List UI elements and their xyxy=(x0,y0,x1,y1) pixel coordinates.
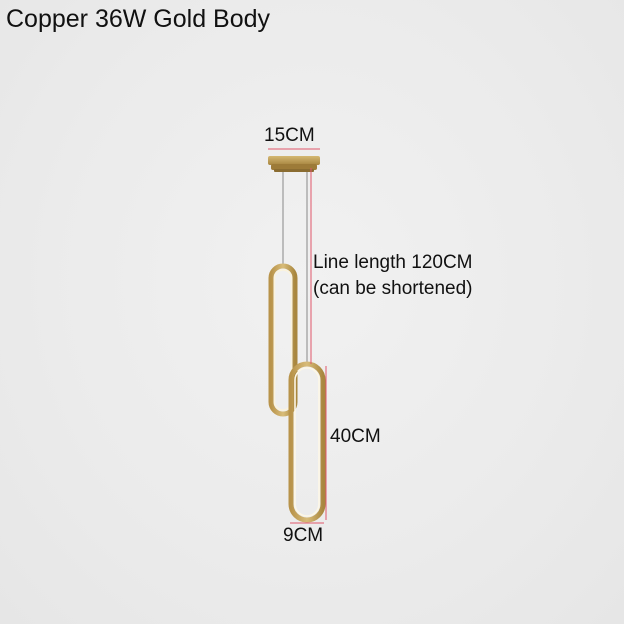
ring-height-label: 40CM xyxy=(330,426,381,447)
lower-ring xyxy=(288,361,326,523)
upper-ring xyxy=(268,263,298,417)
canopy-width-label: 15CM xyxy=(264,125,315,146)
line-length-note: (can be shortened) xyxy=(313,278,473,299)
line-length-label: Line length 120CM xyxy=(313,252,473,273)
ceiling-canopy xyxy=(268,156,320,172)
ring-width-label: 9CM xyxy=(283,525,324,546)
product-title: Copper 36W Gold Body xyxy=(6,5,271,33)
dimension-lines xyxy=(268,148,327,524)
